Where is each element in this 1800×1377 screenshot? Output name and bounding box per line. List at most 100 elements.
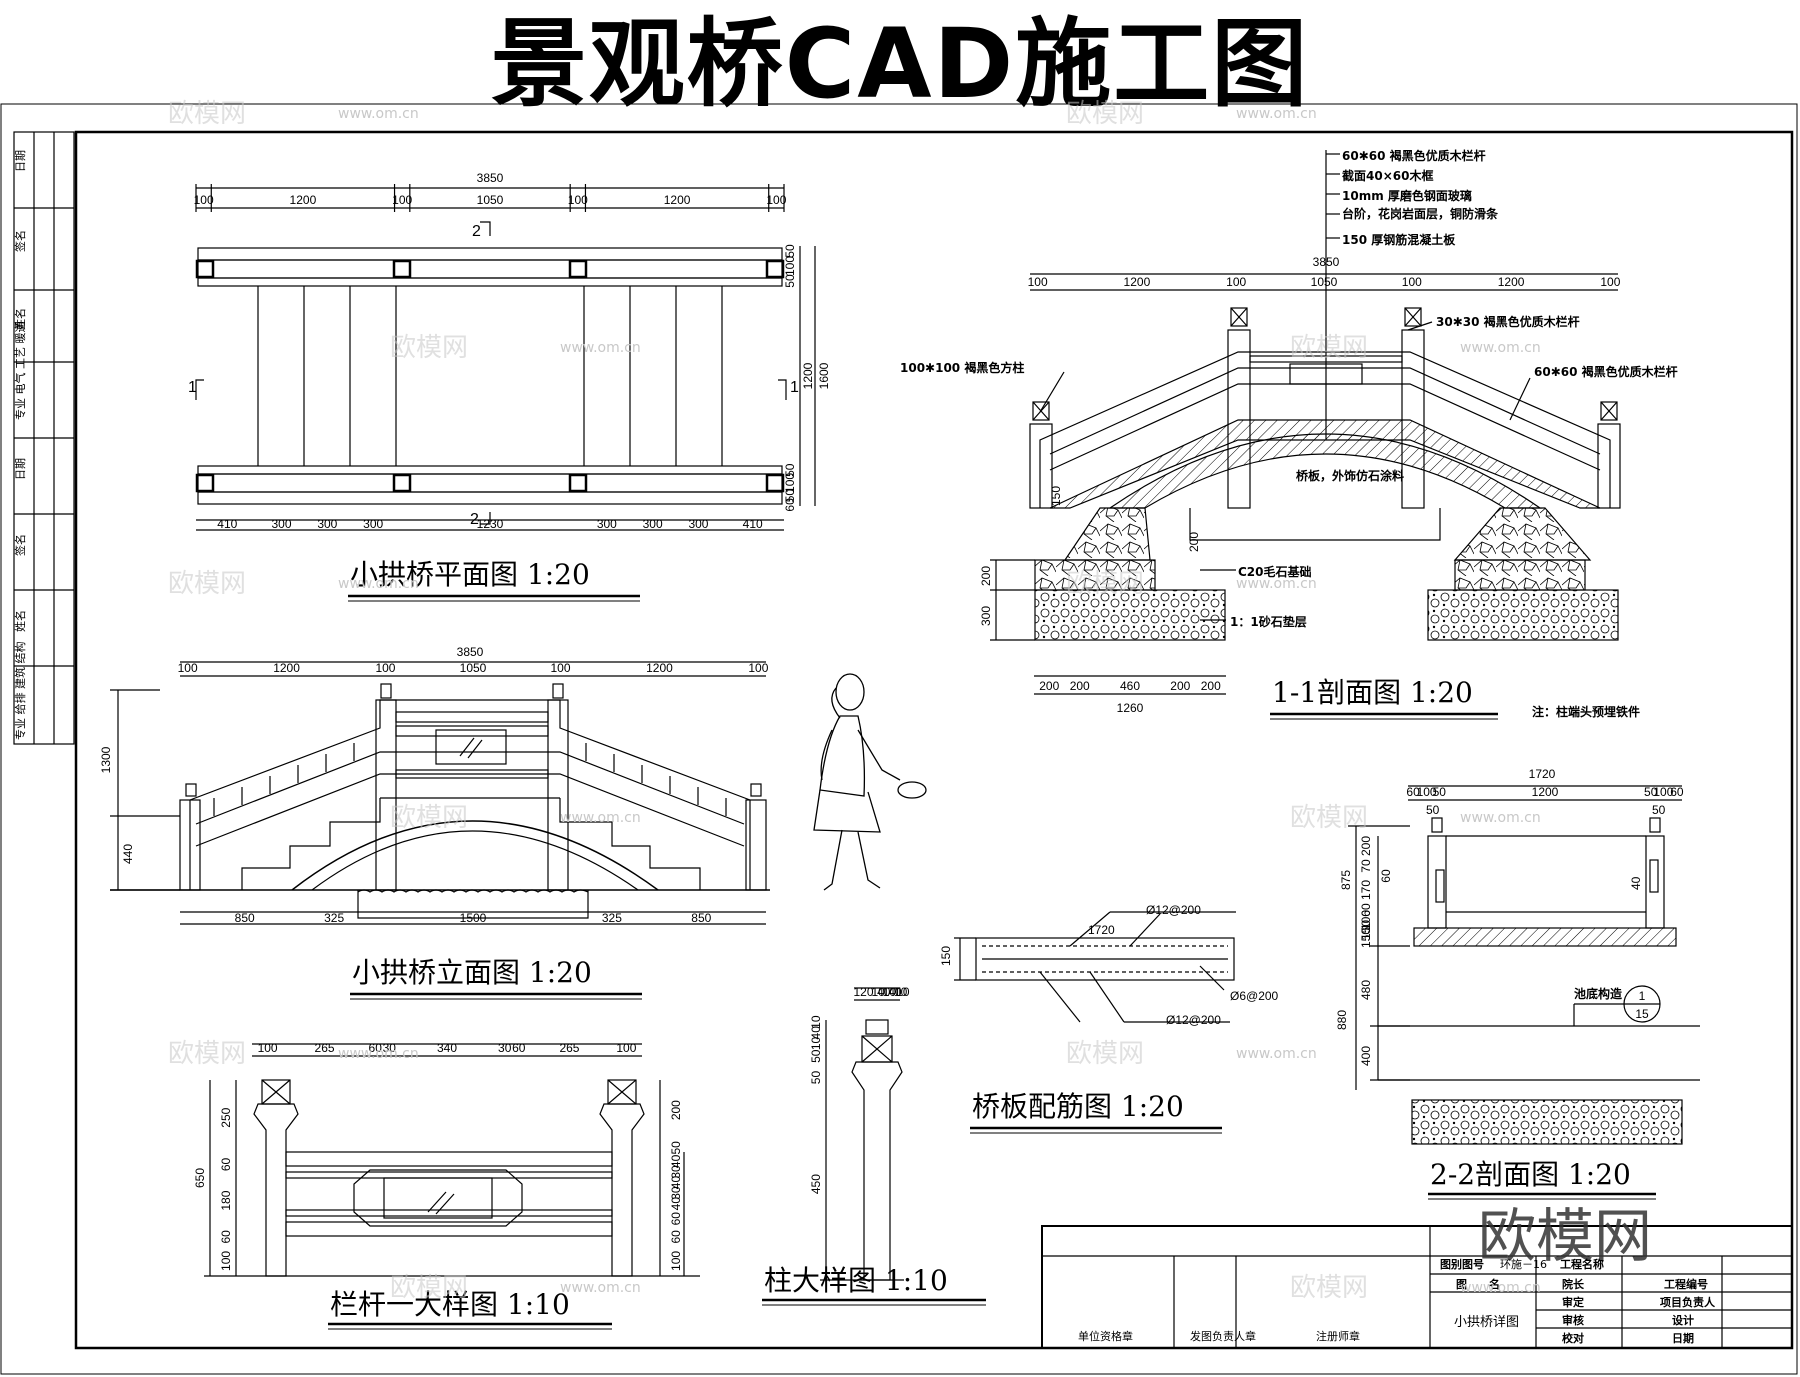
watermark: 欧模网 — [1290, 1273, 1368, 1303]
watermark-url: www.om.cn — [338, 1046, 419, 1062]
plan-total-dim: 3850 — [477, 171, 504, 185]
section11-left-dim: 300 — [979, 606, 993, 626]
dimension-label: 1050 — [477, 193, 504, 207]
sidebar-label: 专业 电气 工艺 暖通 — [13, 322, 27, 421]
dimension-label: 1050 — [1311, 275, 1338, 289]
dimension-label: 1200 — [1124, 275, 1151, 289]
elevation-total-dim: 3850 — [457, 645, 484, 659]
dimension-label: 10 — [883, 985, 897, 999]
watermark: 欧模网 — [390, 333, 468, 363]
c20-label: C20毛石基础 — [1238, 564, 1312, 579]
watermark: 欧模网 — [390, 803, 468, 833]
section22-dim: 880 — [1335, 1010, 1349, 1030]
seal-label: 发图负责人章 — [1190, 1329, 1256, 1343]
dimension-label: 200 — [1039, 679, 1059, 693]
dimension-label: 100 — [783, 473, 797, 493]
section22-total-dim: 1720 — [1529, 767, 1556, 781]
slab-rebar-detail: 1720 150 Ø12@200 Ø6@200 Ø12@200 桥板配筋图 1:… — [939, 903, 1279, 1134]
dimension-label: 60 — [369, 1041, 383, 1055]
dimension-label: 410 — [743, 517, 763, 531]
dimension-label: 1200 — [664, 193, 691, 207]
pool-label: 池底构造 — [1574, 986, 1623, 1001]
dimension-label: 50 — [783, 489, 797, 503]
dimension-label: 100 — [616, 1041, 636, 1055]
dimension-label: 10 — [809, 1036, 823, 1050]
dimension-label: 325 — [602, 911, 622, 925]
section22-dim: 150 — [1359, 928, 1373, 948]
plan-section-mark: 1 — [790, 379, 799, 396]
dimension-label: 300 — [272, 517, 292, 531]
sidebar-label: 日期 — [14, 150, 27, 172]
dimension-label: 50 — [1644, 785, 1658, 799]
dimension-label: 40 — [669, 1154, 683, 1168]
dimension-label: 50 — [809, 1049, 823, 1063]
dimension-label: 100 — [178, 661, 198, 675]
role-label: 日期 — [1672, 1331, 1694, 1345]
dimension-label: 265 — [559, 1041, 579, 1055]
watermark-url: www.om.cn — [1460, 810, 1541, 826]
section22-dim: 170 — [1359, 880, 1373, 900]
section22-dim: 100 — [1359, 910, 1373, 930]
role-label: 审核 — [1562, 1313, 1584, 1327]
dimension-label: 10 — [871, 985, 885, 999]
role-label: 校对 — [1562, 1331, 1584, 1345]
dimension-label: 100 — [1226, 275, 1246, 289]
slab-title: 桥板配筋图 1:20 — [972, 1090, 1184, 1123]
dimension-label: 100 — [258, 1041, 278, 1055]
dimension-label: 60 — [669, 1212, 683, 1226]
drawing-name: 小拱桥详图 — [1454, 1315, 1519, 1330]
detail-ref-sheet: 15 — [1635, 1007, 1649, 1021]
dimension-label: 850 — [691, 911, 711, 925]
dimension-label: 100 — [783, 256, 797, 276]
dimension-label: 100 — [219, 1251, 233, 1271]
section11-inner-dim: 200 — [1187, 532, 1201, 552]
railing-title: 栏杆一大样图 1:10 — [330, 1288, 570, 1321]
watermark: 欧模网 — [168, 1039, 246, 1069]
sheet-frame — [0, 103, 1798, 1375]
deck-label: 桥板，外饰仿石涂料 — [1296, 468, 1404, 483]
dimension-label: 1600 — [817, 362, 831, 389]
section11-total-dim: 3850 — [1313, 255, 1340, 269]
watermark-url: www.om.cn — [338, 106, 419, 122]
dimension-label: 1500 — [460, 911, 487, 925]
watermark-url: www.om.cn — [338, 576, 419, 592]
sidebar-label: 日期 — [14, 458, 27, 480]
dimension-label: 1200 — [1498, 275, 1525, 289]
dimension-label: 250 — [219, 1107, 233, 1127]
dimension-label: 60 — [219, 1157, 233, 1171]
dimension-label: 200 — [669, 1100, 683, 1120]
dimension-label: 40 — [888, 985, 902, 999]
drawing-name-label: 图 名 — [1456, 1277, 1500, 1291]
section11-note: 注：柱端头预埋铁件 — [1532, 704, 1640, 719]
sidebar-label: 姓名 — [13, 610, 27, 632]
seal-label: 单位资格章 — [1078, 1329, 1133, 1343]
watermark-url: www.om.cn — [1236, 1046, 1317, 1062]
sand-label: 1：1砂石垫层 — [1230, 614, 1307, 629]
watermark-url: www.om.cn — [1236, 106, 1317, 122]
dimension-label: 100 — [194, 193, 214, 207]
dimension-label: 50 — [809, 1071, 823, 1085]
dimension-label: 10 — [896, 985, 910, 999]
dimension-label: 100 — [1417, 785, 1437, 799]
leader-note: 截面40×60木框 — [1342, 168, 1433, 183]
watermark: 欧模网 — [1066, 99, 1144, 129]
section11-inner-dim: 150 — [1049, 486, 1063, 506]
dimension-label: 10 — [894, 985, 908, 999]
dimension-label: 850 — [235, 911, 255, 925]
section22-dim: 70 — [1359, 859, 1373, 873]
dimension-label: 50 — [783, 274, 797, 288]
dimension-label: 40 — [669, 1176, 683, 1190]
plan-section-mark: 2 — [470, 511, 479, 528]
watermark: 欧模网 — [1290, 803, 1368, 833]
dimension-label: 325 — [324, 911, 344, 925]
role-label: 设计 — [1672, 1313, 1694, 1327]
dimension-label: 100 — [1653, 785, 1673, 799]
dimension-label: 1200 — [646, 661, 673, 675]
dimension-label: 30 — [669, 1165, 683, 1179]
dimension-label: 100 — [551, 661, 571, 675]
section11-bottom-total: 1260 — [1117, 701, 1144, 715]
